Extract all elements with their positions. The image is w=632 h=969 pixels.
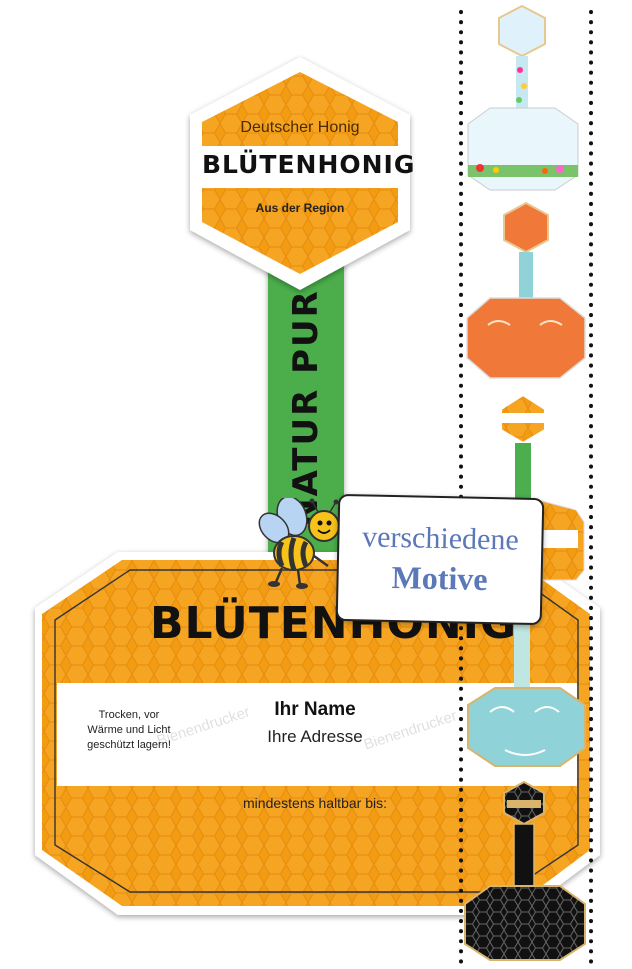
storage-note: Trocken, vor Wärme und Licht geschützt l… — [68, 708, 190, 753]
variant-orange — [466, 201, 586, 379]
motive-callout: verschiedene Motive — [335, 493, 545, 626]
variant-green-honey — [500, 393, 585, 581]
best-before-label: mindestens haltbar bis: — [243, 795, 387, 811]
variant-black — [464, 780, 586, 961]
motive-callout-line2: Motive — [391, 558, 488, 597]
storage-note-line1: Trocken, vor — [98, 709, 160, 721]
storage-note-line2: Wärme und Licht — [87, 724, 171, 736]
variant-meadow — [467, 4, 579, 191]
top-hex-subtitle: Deutscher Honig — [240, 119, 360, 136]
motive-callout-line1: verschiedene — [361, 520, 520, 557]
bee-icon — [258, 498, 340, 589]
owner-name: Ihr Name — [274, 699, 356, 720]
owner-address: Ihre Adresse — [267, 727, 363, 746]
top-hex-title: BLÜTENHONIG — [202, 150, 416, 179]
natur-pur-text: NATUR PUR — [286, 289, 326, 527]
variant-teal — [467, 610, 586, 767]
top-hex-region: Aus der Region — [255, 201, 345, 215]
storage-note-line3: geschützt lagern! — [87, 739, 171, 751]
